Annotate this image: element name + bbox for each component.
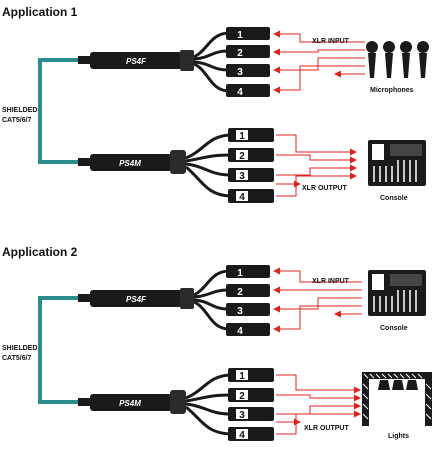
ps4f-stage-box: PS4F bbox=[78, 288, 194, 309]
connector-number: 2 bbox=[239, 151, 245, 162]
connector-number: 3 bbox=[239, 410, 245, 421]
cable-label-line1: SHIELDED bbox=[2, 107, 37, 114]
signal-label: XLR INPUT bbox=[312, 278, 350, 285]
connector-number: 1 bbox=[239, 131, 245, 142]
ps4m-stage-box: PS4M bbox=[78, 150, 186, 174]
device-label: Console bbox=[380, 325, 408, 332]
input-signal-arrows bbox=[273, 30, 365, 94]
xlr-female-connectors: 1 2 3 4 bbox=[226, 265, 270, 337]
connector-number: 4 bbox=[237, 87, 243, 98]
connector-number: 3 bbox=[237, 306, 243, 317]
cable-label-line1: SHIELDED bbox=[2, 345, 37, 352]
application-title: Application 1 bbox=[2, 5, 78, 19]
application-2: Application 2 SHIELDED CAT5/6/7 PS4F 1 2… bbox=[2, 245, 432, 441]
connector-number: 4 bbox=[239, 430, 245, 441]
stage-box-label: PS4F bbox=[126, 57, 147, 66]
fanout-cables bbox=[193, 31, 229, 93]
stage-box-label: PS4F bbox=[126, 295, 147, 304]
lighting-truss-icon bbox=[362, 372, 432, 426]
mixing-console-icon bbox=[368, 270, 426, 316]
connector-number: 1 bbox=[239, 371, 245, 382]
connector-number: 2 bbox=[237, 48, 243, 59]
output-signal-arrows bbox=[276, 374, 361, 435]
microphones-icon bbox=[366, 41, 429, 78]
output-signal-arrows bbox=[276, 134, 357, 197]
application-title: Application 2 bbox=[2, 245, 78, 259]
connector-number: 4 bbox=[237, 326, 243, 337]
device-label: Console bbox=[380, 195, 408, 202]
connector-number: 4 bbox=[239, 192, 245, 203]
connector-number: 2 bbox=[239, 391, 245, 402]
mixing-console-icon bbox=[368, 140, 426, 186]
ethernet-cable bbox=[38, 58, 82, 164]
xlr-male-connectors: 1 2 3 4 bbox=[228, 368, 274, 441]
device-label: Microphones bbox=[370, 87, 414, 94]
ethernet-cable bbox=[38, 296, 82, 404]
fanout-cables bbox=[193, 269, 229, 331]
connector-number: 1 bbox=[237, 30, 243, 41]
signal-label: XLR OUTPUT bbox=[304, 425, 349, 432]
cable-label-line2: CAT5/6/7 bbox=[2, 117, 32, 124]
connector-number: 2 bbox=[237, 287, 243, 298]
stage-box-label: PS4M bbox=[119, 399, 141, 408]
signal-label: XLR OUTPUT bbox=[302, 185, 347, 192]
signal-label: XLR INPUT bbox=[312, 38, 350, 45]
connector-number: 1 bbox=[237, 268, 243, 279]
cable-label-line2: CAT5/6/7 bbox=[2, 355, 32, 362]
ps4f-stage-box: PS4F bbox=[78, 50, 194, 71]
ps4m-stage-box: PS4M bbox=[78, 390, 186, 414]
device-label: Lights bbox=[388, 433, 409, 440]
stage-box-label: PS4M bbox=[119, 159, 141, 168]
connector-number: 3 bbox=[237, 67, 243, 78]
connector-number: 3 bbox=[239, 171, 245, 182]
fanout-cables bbox=[185, 373, 231, 436]
input-signal-arrows bbox=[273, 267, 362, 333]
xlr-female-connectors: 1 2 3 4 bbox=[226, 27, 270, 98]
application-1: Application 1 SHIELDED CAT5/6/7 PS4F 1 2 bbox=[2, 5, 429, 203]
fanout-cables bbox=[185, 133, 231, 198]
xlr-male-connectors: 1 2 3 4 bbox=[228, 128, 274, 203]
